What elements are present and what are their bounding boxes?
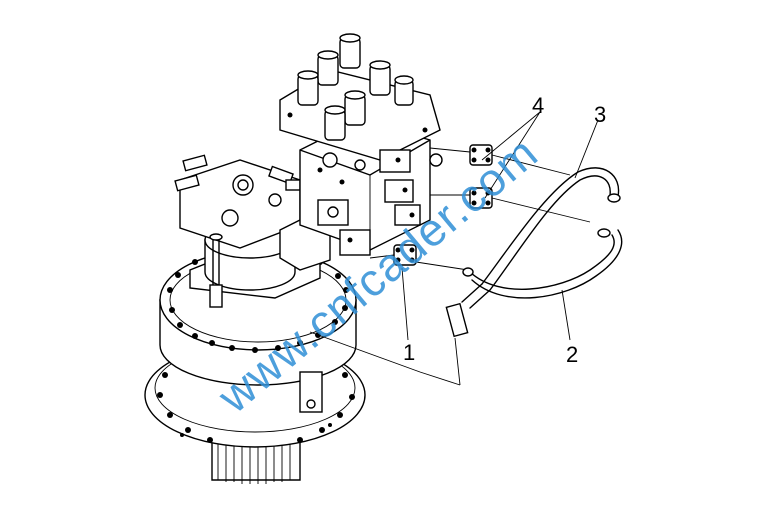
- leader-lines: [309, 111, 599, 386]
- drain-plug-boss: [299, 371, 323, 413]
- flange-bolt-holes: [157, 372, 355, 443]
- split-flange-clamps: [369, 144, 591, 271]
- flange-clamp-upper: [469, 144, 493, 166]
- output-pinion-gear: [211, 439, 301, 484]
- callout-4: 4: [532, 93, 544, 118]
- flange-clamp-middle: [469, 187, 493, 209]
- hose-assembly-2: [462, 228, 623, 299]
- solenoid-coils: [297, 33, 414, 141]
- callout-2: 2: [566, 342, 578, 367]
- control-valve-assembly: [279, 33, 443, 256]
- callout-1: 1: [403, 340, 415, 365]
- hose-assembly-3: [445, 167, 621, 338]
- relief-valve-fittings: [174, 154, 301, 192]
- valve-bolts: [287, 112, 428, 243]
- callout-labels: 1 2 3 4: [403, 93, 606, 367]
- valve-port-blocks: [317, 149, 443, 256]
- callout-3: 3: [594, 102, 606, 127]
